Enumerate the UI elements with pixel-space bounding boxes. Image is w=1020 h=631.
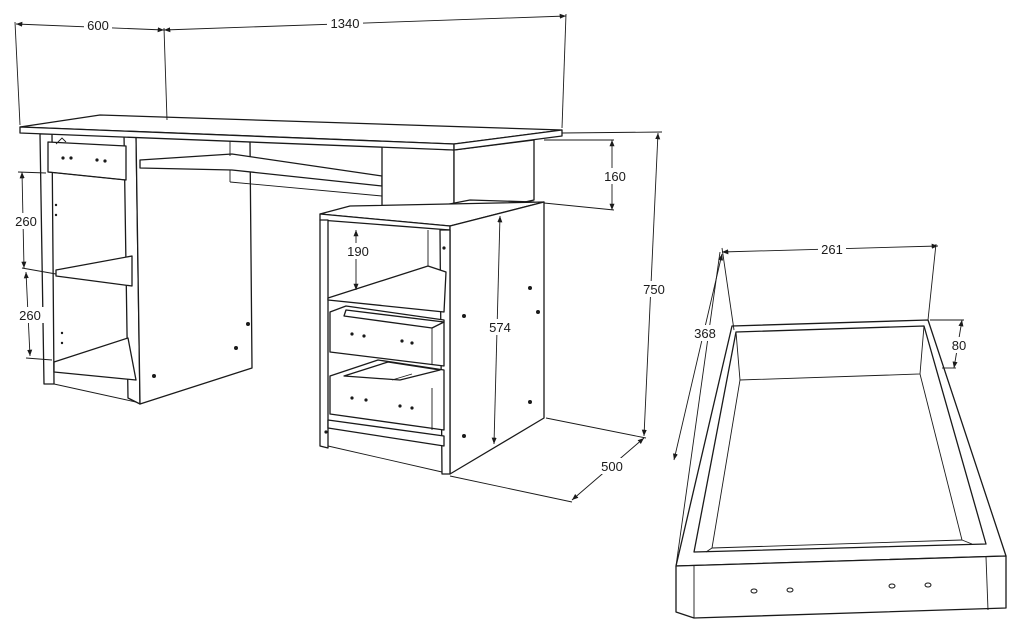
dim-label-left-shelf-2: 260 — [19, 308, 41, 323]
drawer-front-hole — [888, 583, 896, 589]
left-top-drawer — [47, 141, 127, 181]
dim-label-left-shelf-1: 260 — [15, 214, 37, 229]
dim-line-total-length — [163, 13, 567, 33]
right-pedestal-bottom — [327, 419, 445, 447]
drawer-front-hole — [924, 582, 932, 588]
dim-label-total-length: 1340 — [331, 16, 360, 31]
drawer-front-panel — [675, 555, 1007, 619]
right-lower-drawer-top — [343, 361, 441, 381]
dim-label-pedestal-opening: 190 — [347, 244, 369, 259]
dim-label-upper-shelf-height: 160 — [604, 169, 626, 184]
left-shelf-middle — [55, 255, 133, 287]
dim-label-depth: 500 — [601, 459, 623, 474]
left-outer-side-panel — [135, 133, 253, 405]
drawer-drawing: 261 80 368 — [672, 241, 1007, 619]
left-shelf-bottom — [53, 337, 137, 381]
drawer-rim-inner — [693, 325, 987, 553]
dim-label-total-height: 750 — [643, 282, 665, 297]
dim-label-top-width: 600 — [87, 18, 109, 33]
desktop-side-edge — [453, 129, 563, 151]
right-pedestal-shelf — [327, 265, 447, 313]
drawer-front-hole — [750, 588, 758, 594]
dim-label-pedestal-height: 574 — [489, 320, 511, 335]
dim-label-drawer-width: 261 — [821, 242, 843, 257]
dim-line-drawer-length — [672, 253, 724, 461]
drawer-front-hole — [786, 587, 794, 593]
dim-label-drawer-length: 368 — [694, 326, 716, 341]
dim-label-drawer-height: 80 — [952, 338, 966, 353]
right-pedestal-left-panel — [319, 219, 329, 449]
desk-drawing: 600 1340 160 750 500 260 260 190 574 — [12, 13, 668, 503]
